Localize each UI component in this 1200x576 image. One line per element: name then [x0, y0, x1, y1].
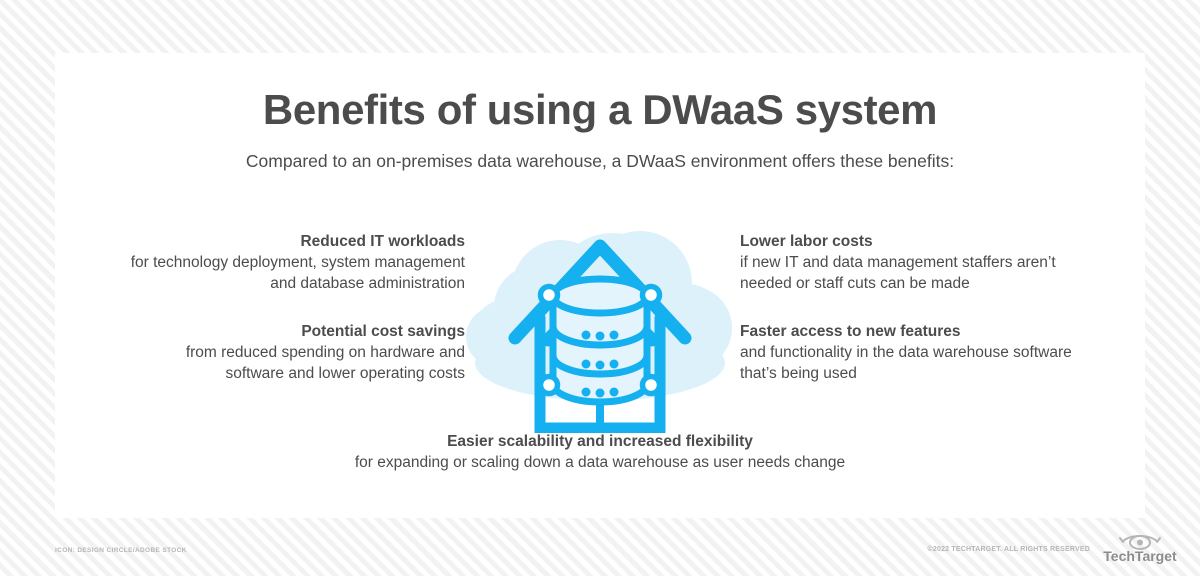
benefit-lead: Potential cost savings — [301, 323, 465, 340]
page-subtitle: Compared to an on-premises data warehous… — [245, 151, 955, 171]
copyright-notice: ©2022 TECHTARGET. ALL RIGHTS RESERVED — [927, 546, 1090, 553]
image-credit: ICON: DESIGN CIRCLE/ADOBE STOCK — [55, 547, 187, 554]
node-top-left — [537, 283, 561, 307]
cloud-data-warehouse-illustration — [440, 178, 760, 433]
connector-square — [579, 425, 621, 433]
database-dots — [581, 330, 619, 398]
benefit-lead: Reduced IT workloads — [300, 233, 465, 250]
benefit-reduced-it-workloads: Reduced IT workloads for technology depl… — [125, 231, 465, 294]
node-mid-left — [537, 373, 561, 397]
eye-icon — [1119, 535, 1161, 550]
node-top-right — [639, 283, 663, 307]
benefit-body: for technology deployment, system manage… — [130, 254, 465, 292]
database-cylinder-icon — [549, 275, 651, 406]
benefit-lead: Lower labor costs — [740, 233, 873, 250]
benefit-body: from reduced spending on hardware and so… — [185, 344, 465, 382]
benefit-body: if new IT and data management staffers a… — [740, 254, 1056, 292]
network-nodes — [537, 283, 663, 397]
benefit-lead: Easier scalability and increased flexibi… — [447, 433, 753, 450]
node-mid-right — [639, 373, 663, 397]
benefit-easier-scalability: Easier scalability and increased flexibi… — [250, 431, 950, 473]
benefit-lower-labor-costs: Lower labor costs if new IT and data man… — [740, 231, 1080, 294]
page-title: Benefits of using a DWaaS system — [262, 86, 938, 133]
benefit-potential-cost-savings: Potential cost savings from reduced spen… — [125, 321, 465, 384]
benefit-lead: Faster access to new features — [740, 323, 961, 340]
benefit-faster-access-to-new-features: Faster access to new features and functi… — [740, 321, 1080, 384]
benefit-body: for expanding or scaling down a data war… — [354, 454, 846, 471]
techtarget-wordmark: TechTarget — [1103, 548, 1177, 564]
benefit-body: and functionality in the data warehouse … — [740, 344, 1072, 382]
content-card: Benefits of using a DWaaS system Compare… — [55, 53, 1145, 518]
techtarget-logo: TechTarget — [1100, 531, 1180, 565]
